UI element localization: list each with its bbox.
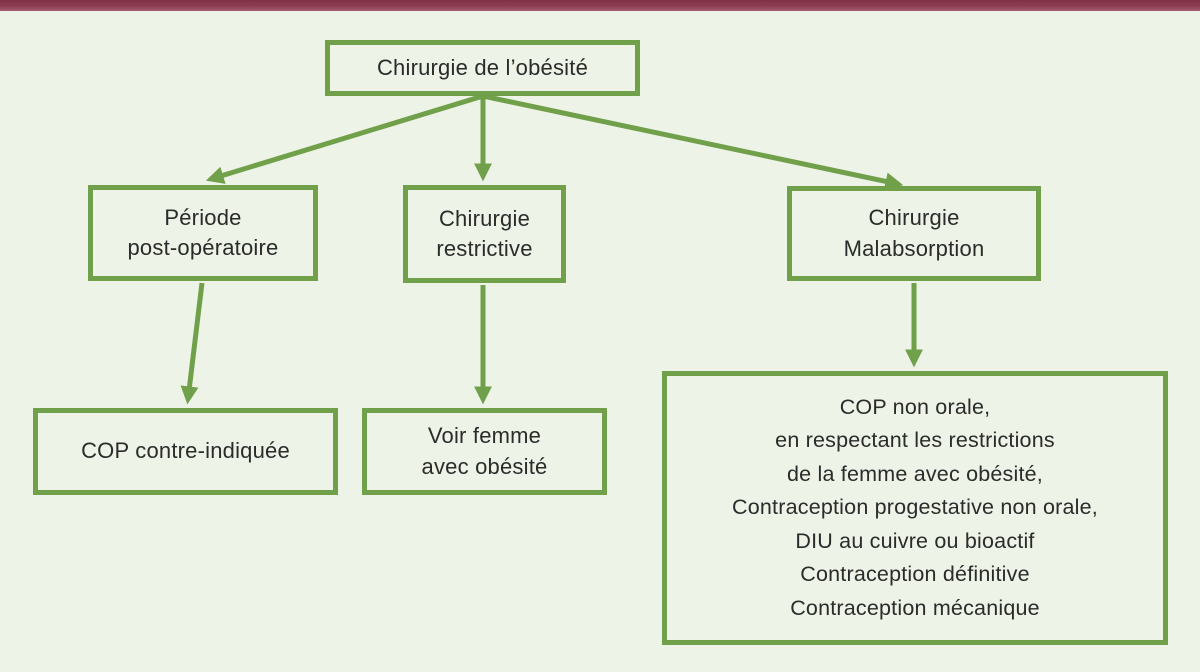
node-label: Voir femme avec obésité	[421, 423, 548, 479]
top-border-bar	[0, 0, 1200, 11]
arrow-periode-to-cop	[180, 282, 205, 405]
node-label: COP non orale, en respectant les restric…	[732, 394, 1098, 620]
node-label: Chirurgie restrictive	[436, 205, 533, 261]
node-chirurgie-obesite: Chirurgie de l’obésité	[325, 40, 640, 96]
node-label: Période post-opératoire	[127, 204, 279, 260]
node-label: Chirurgie Malabsorption	[843, 205, 985, 261]
node-chirurgie-restrictive: Chirurgie restrictive	[403, 185, 566, 283]
node-chirurgie-malabsorption: Chirurgie Malabsorption	[787, 186, 1041, 281]
node-label: COP contre-indiquée	[81, 438, 290, 464]
node-label: Chirurgie de l’obésité	[376, 54, 589, 80]
arrow-root-to-periode	[205, 93, 484, 184]
arrow-root-to-malabsorption	[482, 93, 904, 191]
node-voir-femme-avec-obesite: Voir femme avec obésité	[362, 408, 607, 495]
node-contraception-details: COP non orale, en respectant les restric…	[662, 371, 1168, 645]
node-periode-post-operatoire: Période post-opératoire	[88, 185, 318, 281]
node-cop-contre-indiquee: COP contre-indiquée	[33, 408, 338, 495]
